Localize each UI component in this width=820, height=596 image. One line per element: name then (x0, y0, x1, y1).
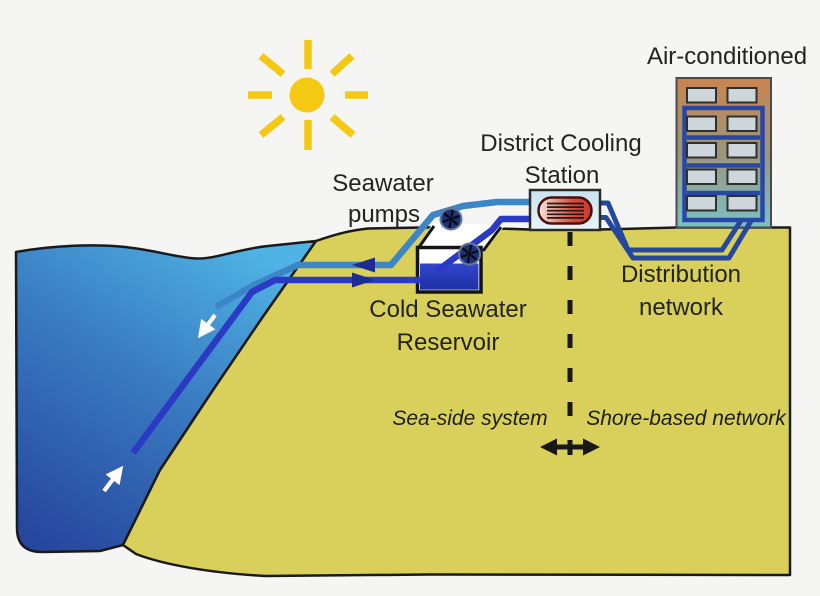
label-seawater-pumps-2: pumps (348, 201, 420, 228)
label-distribution-2: network (639, 294, 724, 321)
building-windows (686, 87, 758, 212)
double-headed-arrow (540, 438, 600, 456)
label-seawater-pumps-1: Seawater (332, 170, 433, 197)
land-shore (121, 225, 792, 578)
distribution-network-pipes (598, 200, 754, 261)
label-reservoir-1: Cold Seawater (369, 296, 526, 323)
label-distribution-1: Distribution (621, 261, 741, 288)
fan-pump-icon (457, 242, 482, 266)
fan-pump-icon (439, 207, 463, 231)
label-district-cooling-1: District Cooling (480, 130, 641, 157)
labels: Air-conditioned District Cooling Station… (332, 43, 807, 430)
sea-water (14, 239, 318, 554)
sea-flow-arrows (102, 313, 217, 493)
label-air-conditioned: Air-conditioned (647, 43, 807, 70)
label-district-cooling-2: Station (525, 162, 600, 189)
label-sea-side-system: Sea-side system (392, 407, 547, 430)
label-reservoir-2: Reservoir (397, 329, 500, 356)
building-cooling-loop (682, 105, 765, 223)
white-arrow-down-left (197, 313, 217, 339)
white-arrow-up-right (102, 465, 124, 493)
district-cooling-station (528, 188, 602, 232)
heat-exchanger-icon (537, 196, 593, 225)
sun-icon (248, 40, 368, 150)
seawater-discharge-pipe (214, 198, 534, 310)
reservoir-water (420, 263, 479, 290)
flow-arrow-right (352, 272, 375, 288)
air-conditioned-building (675, 77, 772, 229)
label-shore-based-network: Shore-based network (586, 407, 787, 430)
flow-arrow-left (352, 257, 375, 273)
